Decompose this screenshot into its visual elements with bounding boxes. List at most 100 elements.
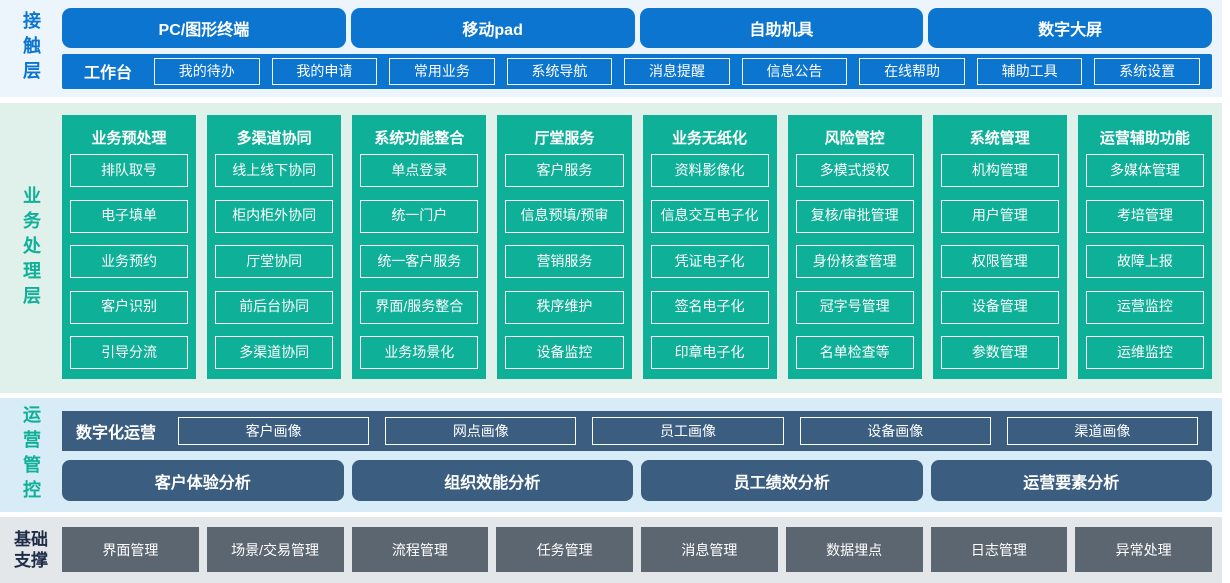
business-item: 客户识别 [70, 290, 189, 324]
business-column-ops-auxiliary: 运营辅助功能 多媒体管理 考培管理 故障上报 运营监控 运维监控 [1077, 115, 1212, 379]
column-title: 系统管理 [969, 130, 1030, 147]
workbench-item-message-alert: 消息提醒 [624, 57, 730, 85]
business-item: 复核/审批管理 [795, 199, 914, 233]
analysis-employee-performance: 员工绩效分析 [641, 460, 923, 501]
foundation-data-tracking: 数据埋点 [785, 527, 923, 572]
workbench-item-info-notice: 信息公告 [741, 57, 848, 85]
business-item: 权限管理 [940, 245, 1059, 278]
business-item: 排队取号 [70, 154, 189, 187]
business-item: 用户管理 [940, 199, 1059, 233]
column-items: 机构管理 用户管理 权限管理 设备管理 参数管理 [940, 154, 1059, 369]
business-item: 信息预填/预审 [505, 199, 624, 233]
business-item: 凭证电子化 [650, 245, 769, 278]
contact-layer-content: PC/图形终端 移动pad 自助机具 数字大屏 工作台 我的待办 我的申请 常用… [62, 0, 1222, 97]
device-self-service: 自助机具 [639, 8, 924, 48]
business-column-risk-control: 风险管控 多模式授权 复核/审批管理 身份核查管理 冠字号管理 名单检查等 [787, 115, 922, 379]
profile-channel: 渠道画像 [1006, 417, 1199, 445]
column-title: 厅堂服务 [534, 130, 595, 147]
device-pc-terminal: PC/图形终端 [62, 8, 346, 48]
operations-layer-label: 运营管控 [21, 405, 41, 505]
workbench-item-system-nav: 系统导航 [506, 57, 613, 85]
business-item: 秩序维护 [505, 290, 624, 324]
business-item: 多模式授权 [795, 154, 914, 187]
contact-layer-label-col: 接触层 [0, 0, 62, 97]
workbench-item-aux-tools: 辅助工具 [976, 57, 1083, 85]
digital-operations-label: 数字化运营 [76, 425, 157, 442]
column-items: 排队取号 电子填单 业务预约 客户识别 引导分流 [70, 154, 189, 369]
workbench-item-common-business: 常用业务 [389, 57, 495, 85]
workbench-label: 工作台 [84, 65, 133, 83]
contact-layer-label: 接触层 [21, 11, 41, 86]
foundation-items: 界面管理 场景/交易管理 流程管理 任务管理 消息管理 数据埋点 日志管理 异常… [62, 517, 1222, 583]
operations-layer-label-col: 运营管控 [0, 398, 62, 512]
business-item: 印章电子化 [650, 336, 769, 369]
business-item: 电子填单 [70, 199, 189, 233]
analysis-row: 客户体验分析 组织效能分析 员工绩效分析 运营要素分析 [62, 460, 1212, 501]
business-column-paperless: 业务无纸化 资料影像化 信息交互电子化 凭证电子化 签名电子化 印章电子化 [642, 115, 777, 379]
column-items: 单点登录 统一门户 统一客户服务 界面/服务整合 业务场景化 [360, 154, 479, 369]
business-item: 资料影像化 [650, 154, 769, 187]
business-item: 多渠道协同 [215, 336, 334, 369]
business-item: 业务场景化 [360, 336, 479, 369]
column-title: 运营辅助功能 [1099, 130, 1190, 147]
analysis-org-efficiency: 组织效能分析 [351, 460, 633, 501]
profile-employee: 员工画像 [592, 417, 784, 445]
foundation-message-management: 消息管理 [641, 527, 778, 572]
column-title: 业务无纸化 [672, 130, 748, 147]
profile-customer: 客户画像 [178, 417, 370, 445]
business-item: 设备管理 [940, 290, 1059, 324]
column-items: 线上线下协同 柜内柜外协同 厅堂协同 前后台协同 多渠道协同 [215, 154, 334, 369]
business-column-system-integration: 系统功能整合 单点登录 统一门户 统一客户服务 界面/服务整合 业务场景化 [352, 115, 487, 379]
analysis-ops-elements: 运营要素分析 [930, 460, 1212, 501]
foundation-scene-transaction: 场景/交易管理 [206, 527, 344, 572]
business-item: 设备监控 [505, 336, 624, 369]
column-items: 资料影像化 信息交互电子化 凭证电子化 签名电子化 印章电子化 [650, 154, 769, 369]
column-items: 多模式授权 复核/审批管理 身份核查管理 冠字号管理 名单检查等 [795, 154, 914, 369]
business-item: 统一门户 [360, 199, 479, 233]
business-layer-label: 业务处理层 [21, 185, 41, 311]
profile-device: 设备画像 [799, 417, 991, 445]
contact-layer-section: 接触层 PC/图形终端 移动pad 自助机具 数字大屏 工作台 我的待办 我的申… [0, 0, 1222, 97]
device-row: PC/图形终端 移动pad 自助机具 数字大屏 [62, 8, 1212, 48]
operations-layer-section: 运营管控 数字化运营 客户画像 网点画像 员工画像 设备画像 渠道画像 客户体验… [0, 398, 1222, 512]
foundation-layer-label: 基础 支撑 [14, 529, 48, 572]
column-title: 多渠道协同 [236, 130, 312, 147]
business-column-hall-service: 厅堂服务 客户服务 信息预填/预审 营销服务 秩序维护 设备监控 [497, 115, 632, 379]
business-columns: 业务预处理 排队取号 电子填单 业务预约 客户识别 引导分流 多渠道协同 线上线… [62, 103, 1222, 393]
business-item: 签名电子化 [650, 290, 769, 324]
analysis-customer-experience: 客户体验分析 [62, 460, 344, 501]
foundation-label-line2: 支撑 [14, 551, 48, 570]
foundation-log-management: 日志管理 [930, 527, 1068, 572]
business-layer-section: 业务处理层 业务预处理 排队取号 电子填单 业务预约 客户识别 引导分流 多渠道… [0, 103, 1222, 393]
workbench-item-system-settings: 系统设置 [1094, 57, 1200, 85]
business-column-preprocessing: 业务预处理 排队取号 电子填单 业务预约 客户识别 引导分流 [62, 115, 197, 379]
device-digital-screen: 数字大屏 [928, 8, 1212, 48]
business-item: 信息交互电子化 [650, 199, 769, 233]
business-item: 前后台协同 [215, 290, 334, 324]
business-item: 引导分流 [70, 336, 189, 369]
workbench-bar: 工作台 我的待办 我的申请 常用业务 系统导航 消息提醒 信息公告 在线帮助 辅… [62, 53, 1212, 89]
foundation-process-management: 流程管理 [351, 527, 489, 572]
column-title: 风险管控 [824, 130, 885, 147]
business-item: 故障上报 [1085, 245, 1204, 278]
business-item: 统一客户服务 [360, 245, 479, 278]
column-title: 系统功能整合 [374, 130, 465, 147]
business-item: 单点登录 [360, 154, 479, 187]
foundation-ui-management: 界面管理 [62, 527, 199, 572]
business-column-multichannel: 多渠道协同 线上线下协同 柜内柜外协同 厅堂协同 前后台协同 多渠道协同 [207, 115, 342, 379]
business-item: 柜内柜外协同 [215, 199, 334, 233]
business-item: 客户服务 [505, 154, 624, 187]
business-item: 运营监控 [1085, 290, 1204, 324]
foundation-label-line1: 基础 [14, 529, 48, 549]
business-item: 考培管理 [1085, 199, 1204, 233]
business-column-system-management: 系统管理 机构管理 用户管理 权限管理 设备管理 参数管理 [932, 115, 1067, 379]
business-item: 机构管理 [940, 154, 1059, 187]
business-item: 冠字号管理 [795, 290, 914, 324]
workbench-item-applications: 我的申请 [271, 57, 378, 85]
workbench-item-online-help: 在线帮助 [859, 57, 965, 85]
business-item: 营销服务 [505, 245, 624, 278]
foundation-layer-section: 基础 支撑 界面管理 场景/交易管理 流程管理 任务管理 消息管理 数据埋点 日… [0, 517, 1222, 583]
business-item: 业务预约 [70, 245, 189, 278]
business-item: 多媒体管理 [1085, 154, 1204, 187]
